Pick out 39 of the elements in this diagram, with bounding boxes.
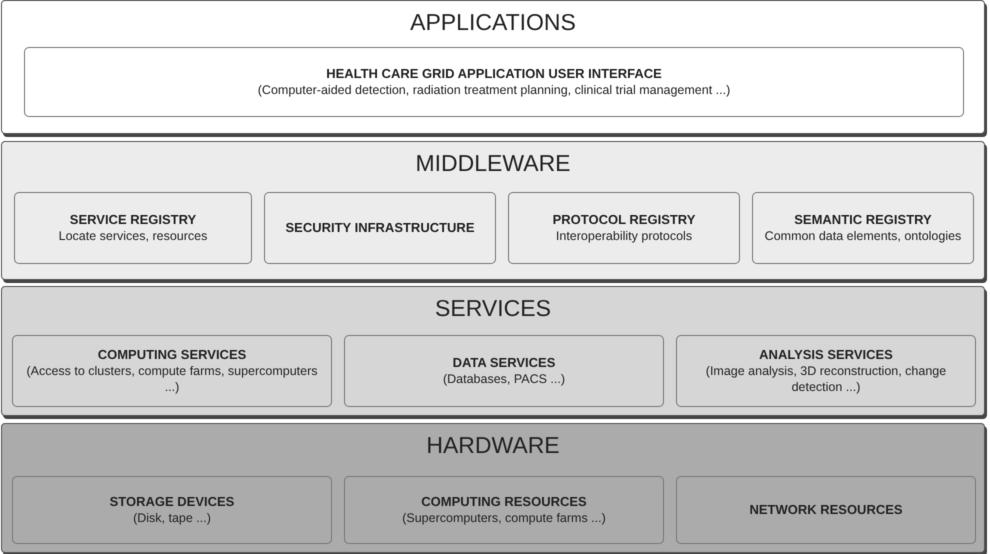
layer-panel: [1, 0, 985, 134]
component-description: Common data elements, ontologies: [764, 228, 962, 244]
component-box: [264, 192, 496, 264]
component-heading: HEALTH CARE GRID APPLICATION USER INTERFACE: [326, 66, 662, 82]
component-box: [12, 335, 332, 407]
component-heading: SECURITY INFRASTRUCTURE: [286, 220, 474, 236]
component-box: [344, 335, 664, 407]
component-description: (Image analysis, 3D reconstruction, change detection ...): [704, 363, 948, 395]
component-description: Locate services, resources: [58, 228, 208, 244]
component-heading: ANALYSIS SERVICES: [759, 347, 893, 363]
component-description: (Access to clusters, compute farms, supercomputers ...): [25, 363, 319, 395]
component-box: [676, 335, 976, 407]
component-description: (Computer-aided detection, radiation treatment planning, clinical trial management ...): [258, 82, 730, 98]
layer-title: HARDWARE: [425, 432, 561, 459]
component-description: (Supercomputers, compute farms ...): [402, 510, 606, 526]
component-heading: SERVICE REGISTRY: [70, 212, 196, 228]
component-heading: DATA SERVICES: [452, 355, 556, 371]
layer-title: MIDDLEWARE: [414, 150, 572, 177]
component-box: [14, 192, 252, 264]
component-description: (Databases, PACS ...): [442, 371, 566, 387]
component-heading: PROTOCOL REGISTRY: [552, 212, 696, 228]
component-heading: SEMANTIC REGISTRY: [794, 212, 932, 228]
layer-panel: [1, 423, 985, 553]
component-box: [676, 476, 976, 544]
layer-panel: [1, 286, 985, 416]
component-heading: STORAGE DEVICES: [110, 494, 234, 510]
component-box: [508, 192, 740, 264]
component-description: (Disk, tape ...): [133, 510, 211, 526]
layer-title: APPLICATIONS: [409, 9, 577, 36]
layer-title: SERVICES: [434, 295, 552, 322]
component-heading: COMPUTING RESOURCES: [421, 494, 587, 510]
component-heading: COMPUTING SERVICES: [98, 347, 246, 363]
component-box: [24, 47, 964, 117]
component-description: Interoperability protocols: [556, 228, 692, 244]
component-box: [344, 476, 664, 544]
layer-panel: [1, 141, 985, 280]
component-box: [12, 476, 332, 544]
component-box: [752, 192, 974, 264]
component-heading: NETWORK RESOURCES: [749, 502, 903, 518]
